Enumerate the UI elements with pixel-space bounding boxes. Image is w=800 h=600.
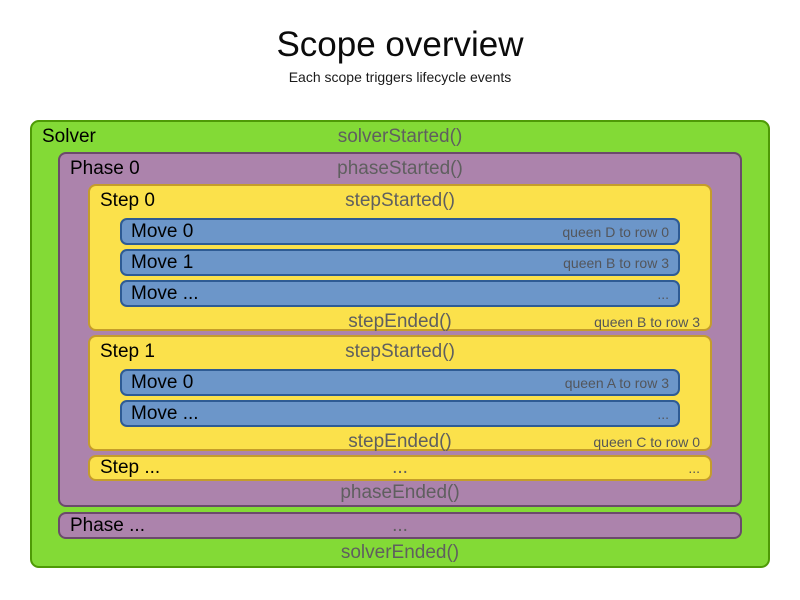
step0-ended-row: stepEnded() queen B to row 3 — [90, 311, 710, 332]
phase0-ended-event: phaseEnded() — [340, 482, 460, 503]
solver-ended-event: solverEnded() — [340, 541, 460, 563]
step1-scope-box: Step 1 stepStarted() Move 0 queen A to r… — [88, 335, 712, 452]
solver-started-event: solverStarted() — [337, 126, 463, 147]
move-box: Move ... ... — [120, 400, 680, 427]
phase-more-label: Phase ... — [70, 514, 145, 536]
move-box: Move 1 queen B to row 3 — [120, 249, 680, 276]
step-more-label: Step ... — [100, 457, 161, 478]
solver-ended-row: solverEnded() — [32, 539, 768, 566]
phase0-scope-box: Phase 0 phaseStarted() Step 0 stepStarte… — [58, 152, 742, 507]
phase0-ended-row: phaseEnded() — [60, 481, 740, 505]
step1-ended-row: stepEnded() queen C to row 0 — [90, 431, 710, 452]
move-note: ... — [657, 285, 669, 302]
move-box: Move 0 queen A to row 3 — [120, 369, 680, 396]
page-subtitle: Each scope triggers lifecycle events — [288, 69, 512, 85]
step1-ended-event: stepEnded() — [348, 431, 452, 452]
step1-label: Step 1 — [100, 341, 155, 362]
step0-ended-note: queen B to row 3 — [594, 314, 700, 330]
move-label: Move 0 — [131, 371, 194, 393]
step0-label: Step 0 — [100, 190, 155, 211]
move-label: Move 0 — [131, 220, 194, 242]
move-note: queen D to row 0 — [562, 223, 669, 240]
step0-header: Step 0 stepStarted() — [90, 186, 710, 216]
move-label: Move 1 — [131, 251, 194, 273]
step1-moves: Move 0 queen A to row 3 Move ... ... — [90, 367, 710, 431]
step1-header: Step 1 stepStarted() — [90, 337, 710, 367]
phase0-header: Phase 0 phaseStarted() — [60, 154, 740, 184]
step0-ended-event: stepEnded() — [348, 311, 452, 332]
step-more-right-dots: ... — [688, 460, 700, 476]
move-box: Move 0 queen D to row 0 — [120, 218, 680, 245]
phase0-label: Phase 0 — [70, 158, 140, 179]
page-title: Scope overview — [276, 25, 524, 64]
move-note: ... — [657, 405, 669, 422]
phase-more-center-dots: ... — [392, 514, 408, 536]
move-note: queen A to row 3 — [564, 374, 669, 391]
step1-ended-note: queen C to row 0 — [593, 434, 700, 450]
move-box: Move ... ... — [120, 280, 680, 307]
solver-scope-box: Solver solverStarted() Phase 0 phaseStar… — [30, 120, 770, 568]
phase-more-box: Phase ... ... — [58, 512, 742, 539]
solver-header: Solver solverStarted() — [32, 122, 768, 152]
step0-started-event: stepStarted() — [345, 190, 455, 211]
move-label: Move ... — [131, 282, 199, 304]
solver-label: Solver — [42, 126, 96, 147]
step1-started-event: stepStarted() — [345, 341, 455, 362]
step0-moves: Move 0 queen D to row 0 Move 1 queen B t… — [90, 216, 710, 311]
phase0-started-event: phaseStarted() — [337, 158, 463, 179]
step-more-box: Step ... ... ... — [88, 455, 712, 481]
move-note: queen B to row 3 — [563, 254, 669, 271]
step0-scope-box: Step 0 stepStarted() Move 0 queen D to r… — [88, 184, 712, 332]
step-more-center-dots: ... — [392, 457, 408, 478]
move-label: Move ... — [131, 402, 199, 424]
